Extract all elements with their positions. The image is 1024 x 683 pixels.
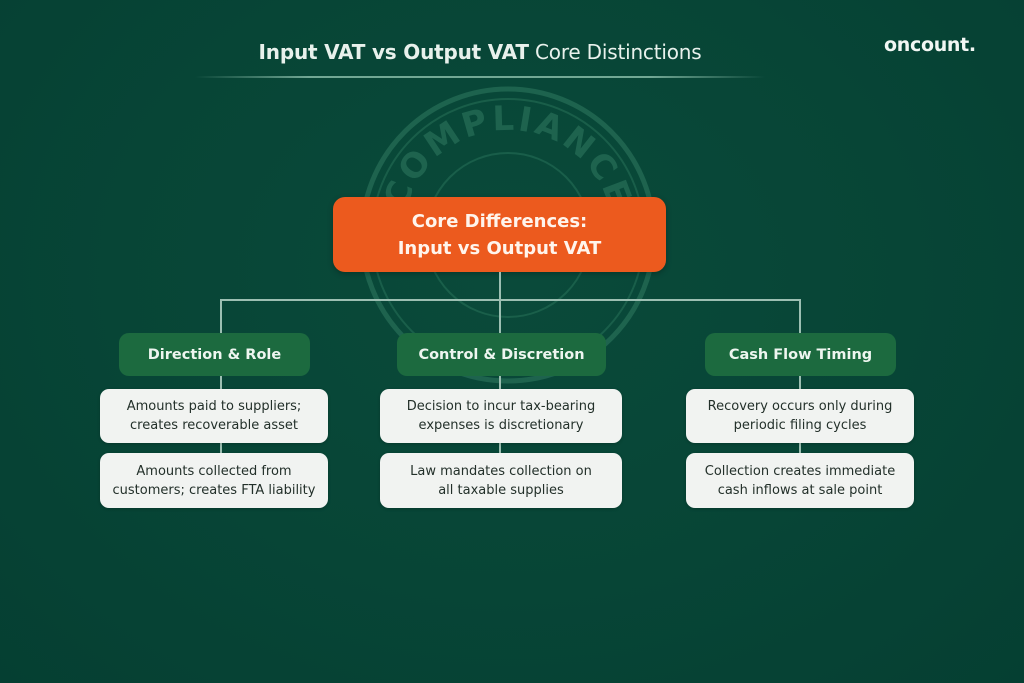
card-line: expenses is discretionary <box>418 418 584 433</box>
compliance-stamp-icon: COMPLIANCE <box>359 86 657 384</box>
card-line: cash inflows at sale point <box>717 482 883 498</box>
card-line: Recovery occurs only during <box>707 399 893 414</box>
connector-right-drop <box>799 299 801 333</box>
title-divider <box>195 76 765 78</box>
connector-horizontal <box>220 299 801 301</box>
card-line: Decision to incur tax-bearing <box>406 399 596 414</box>
brand-logo: oncount. <box>884 34 976 56</box>
card-control-input: Decision to incur tax-bearing expenses i… <box>380 389 622 443</box>
category-label: Direction & Role <box>147 346 282 363</box>
connector-mid-card1-card2 <box>499 443 501 453</box>
connector-root-down <box>499 272 501 301</box>
category-label: Cash Flow Timing <box>728 346 873 363</box>
card-line: periodic filing cycles <box>733 418 867 433</box>
root-node: Core Differences: Input vs Output VAT <box>333 197 666 272</box>
card-line: Amounts paid to suppliers; <box>126 399 302 414</box>
card-cashflow-output: Collection creates immediate cash inflow… <box>686 453 914 508</box>
card-line: Amounts collected from <box>136 463 292 479</box>
card-line: Collection creates immediate <box>704 463 896 479</box>
root-line2: Input vs Output VAT <box>397 237 602 259</box>
connector-mid-cat-card1 <box>499 376 501 389</box>
category-control-discretion: Control & Discretion <box>397 333 606 376</box>
category-direction-role: Direction & Role <box>119 333 310 376</box>
connector-left-drop <box>220 299 222 333</box>
title-bold: Input VAT vs Output VAT <box>258 40 529 64</box>
root-line1: Core Differences: <box>411 210 588 232</box>
card-cashflow-input: Recovery occurs only during periodic fil… <box>686 389 914 443</box>
connector-left-card1-card2 <box>220 443 222 453</box>
category-label: Control & Discretion <box>418 346 585 363</box>
card-line: Law mandates collection on <box>410 463 592 479</box>
card-direction-output: Amounts collected from customers; create… <box>100 453 328 508</box>
connector-mid-drop <box>499 299 501 333</box>
connector-left-cat-card1 <box>220 376 222 389</box>
connector-right-card1-card2 <box>799 443 801 453</box>
card-line: customers; creates FTA liability <box>112 482 316 498</box>
connector-right-cat-card1 <box>799 376 801 389</box>
title-light: Core Distinctions <box>535 40 702 64</box>
card-line: all taxable supplies <box>438 482 564 498</box>
category-cash-flow-timing: Cash Flow Timing <box>705 333 896 376</box>
card-direction-input: Amounts paid to suppliers; creates recov… <box>100 389 328 443</box>
card-line: creates recoverable asset <box>130 418 298 433</box>
page-title: Input VAT vs Output VAT Core Distinction… <box>0 40 960 64</box>
card-control-output: Law mandates collection on all taxable s… <box>380 453 622 508</box>
